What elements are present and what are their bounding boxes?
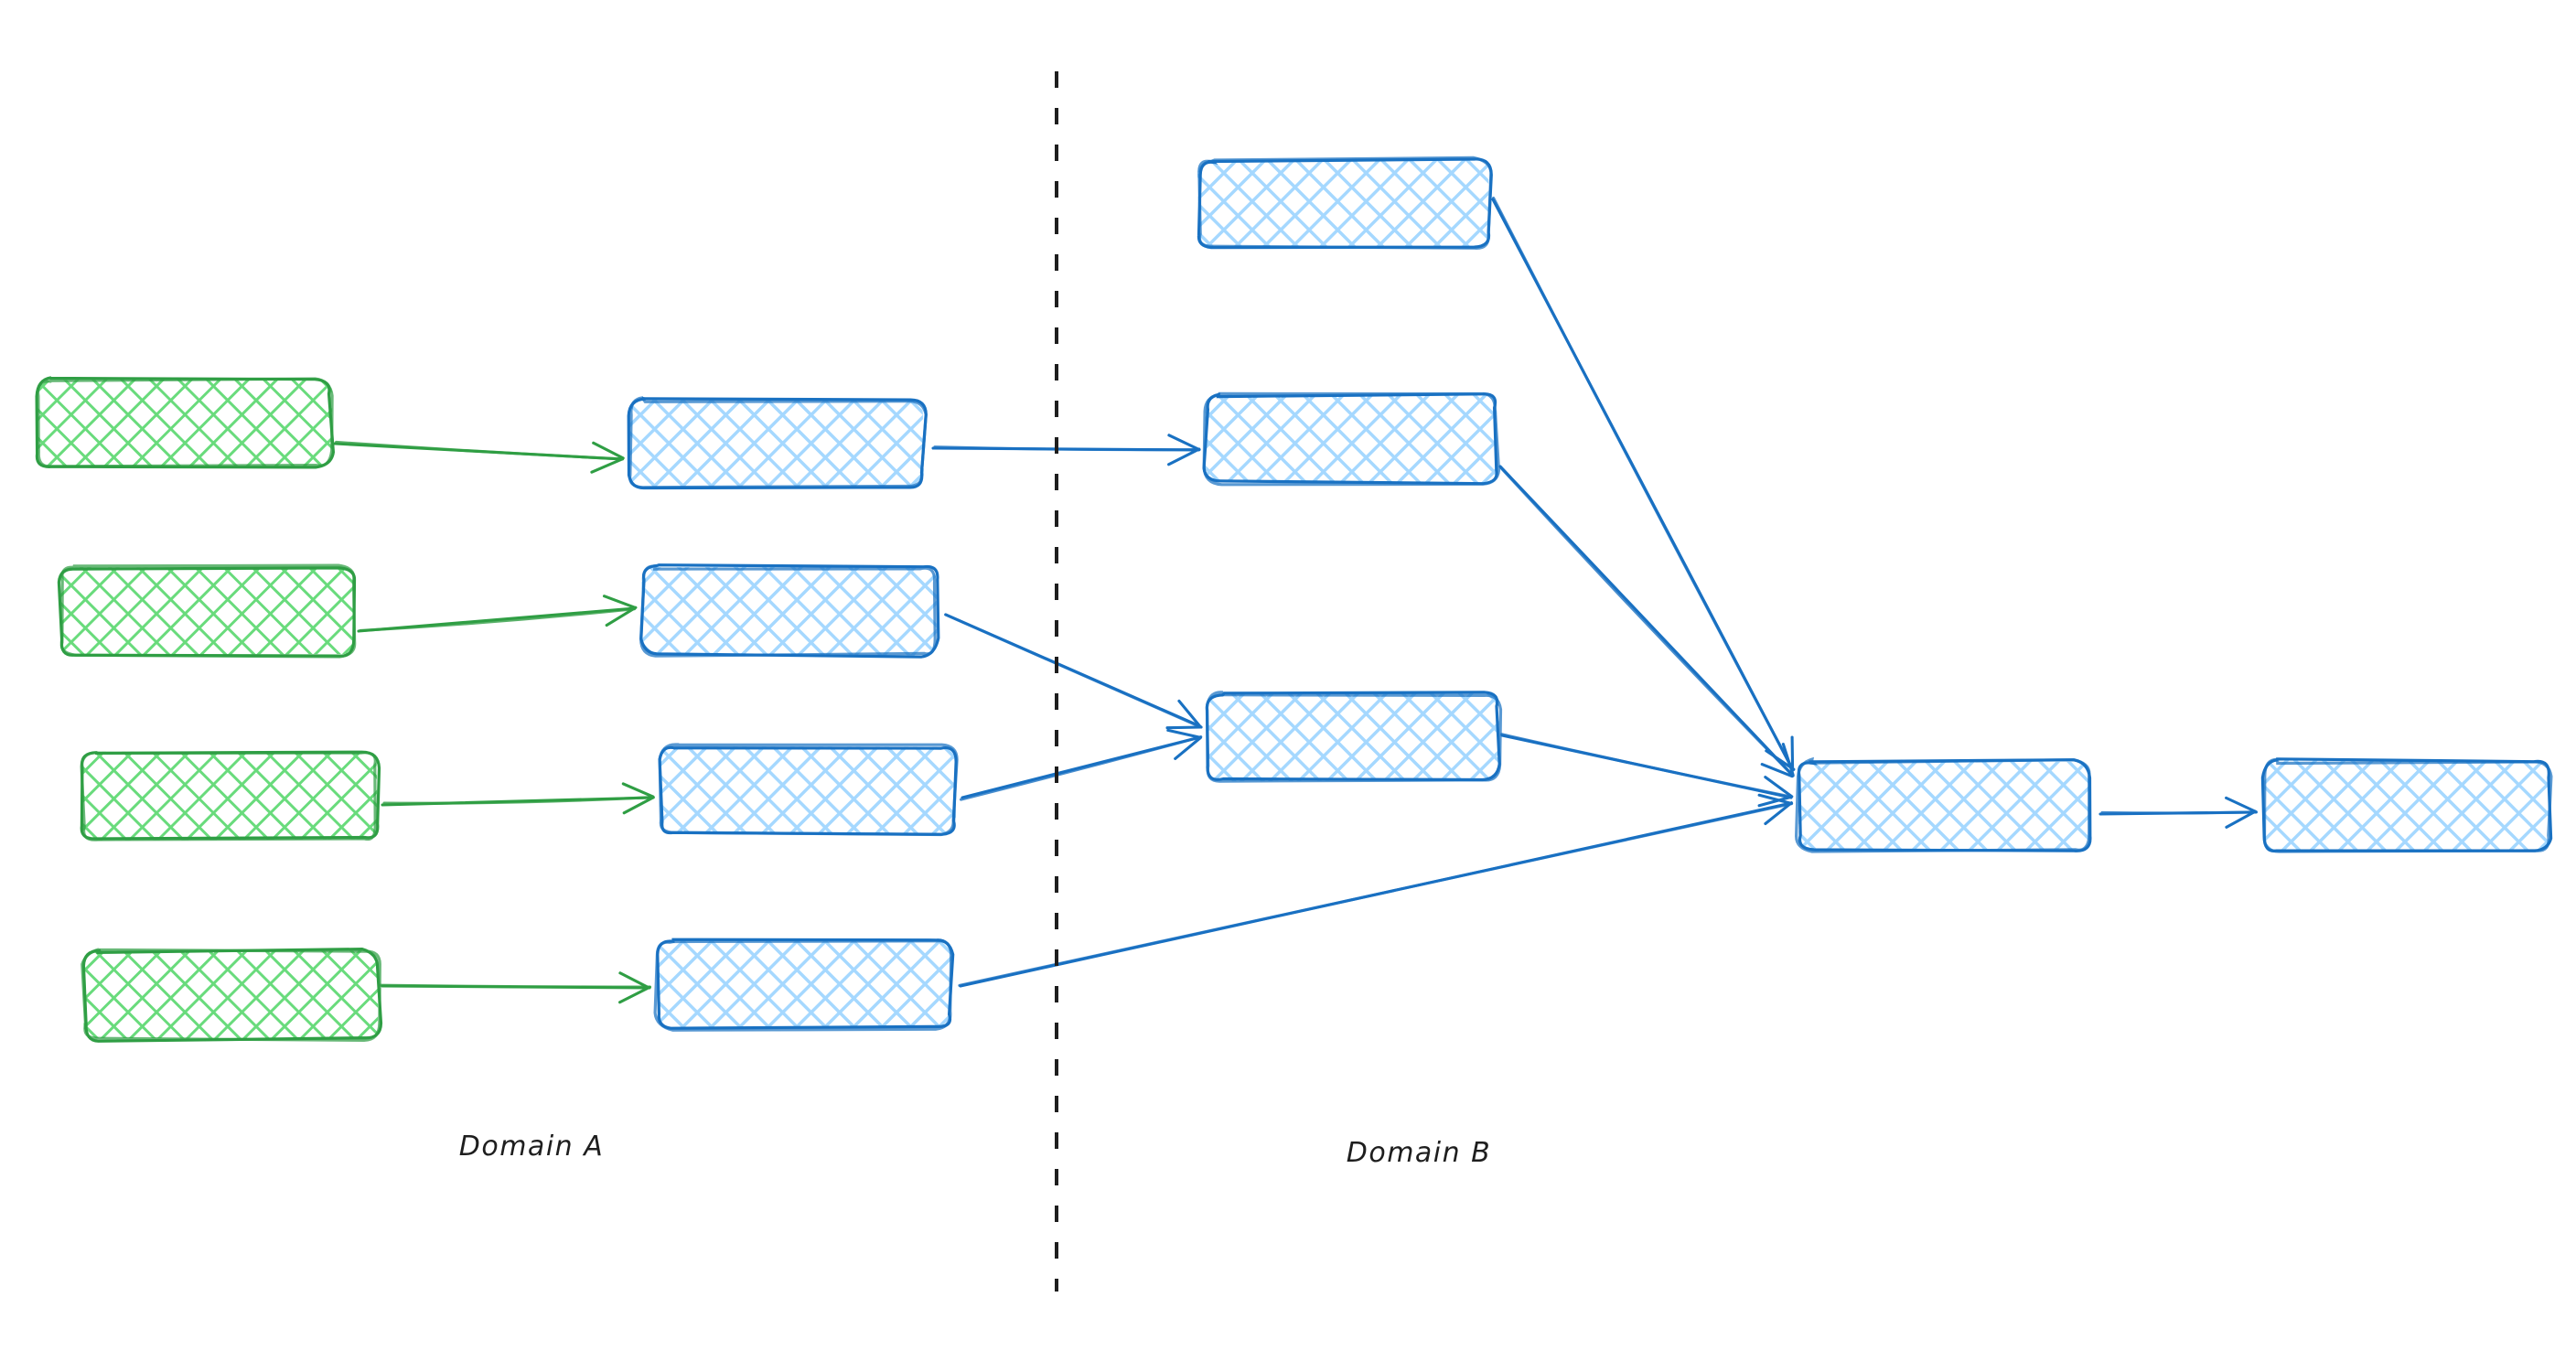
stage-node-1-fill <box>628 399 924 488</box>
stage-node-4-fill <box>655 939 952 1028</box>
edge-aggregator-to-output-arrowhead <box>2225 809 2257 829</box>
edge-target3-to-aggregator-line <box>1500 733 1793 799</box>
stage-node-4[interactable] <box>653 938 955 1032</box>
edge-source2-to-stage2[interactable] <box>357 595 638 633</box>
stage-node-2[interactable] <box>639 563 940 659</box>
edge-source3-to-stage3-arrowhead <box>622 796 655 815</box>
edge-source1-to-stage1-line <box>335 440 625 461</box>
edge-aggregator-to-output-line <box>2100 810 2259 815</box>
edge-target2-to-aggregator-line <box>1499 466 1795 777</box>
edge-stage2-to-target3-arrowhead <box>1165 725 1203 730</box>
source-node-1[interactable] <box>35 376 336 469</box>
edge-target2-to-aggregator[interactable] <box>1498 465 1795 778</box>
edge-source3-to-stage3-line <box>382 796 655 805</box>
edge-source3-to-stage3-arrowhead <box>621 782 655 799</box>
stage-node-1[interactable] <box>627 396 928 490</box>
domain-b-label: Domain B <box>1347 1137 1492 1169</box>
output-node-fill <box>2263 760 2550 852</box>
target-node-3-outline <box>1205 691 1503 783</box>
edge-target1-to-aggregator[interactable] <box>1491 196 1796 772</box>
edge-source3-to-stage3[interactable] <box>381 782 655 815</box>
edge-stage1-to-target2[interactable] <box>931 434 1201 466</box>
target-node-2-outline <box>1202 391 1501 487</box>
stage-node-2-fill <box>641 565 938 657</box>
edge-stage4-to-aggregator[interactable] <box>958 793 1794 988</box>
edge-target3-to-aggregator[interactable] <box>1500 733 1794 808</box>
target-node-1[interactable] <box>1197 155 1493 250</box>
edge-stage4-to-aggregator-arrowhead <box>1757 793 1794 806</box>
target-node-1-outline <box>1197 155 1493 250</box>
edge-stage2-to-target3-line <box>944 613 1202 729</box>
edge-source1-to-stage1-arrowhead <box>590 457 624 474</box>
stage-node-3-outline <box>658 743 959 837</box>
source-node-1-outline <box>36 377 334 468</box>
source-node-2-fill <box>59 565 355 656</box>
edge-source4-to-stage4-arrowhead <box>618 971 650 990</box>
edge-stage1-to-target2-arrowhead <box>1167 447 1201 466</box>
target-node-3-fill <box>1206 693 1500 782</box>
domain-a-label: Domain A <box>459 1131 604 1163</box>
edge-target3-to-aggregator-arrowhead <box>1757 795 1793 808</box>
edge-source4-to-stage4-line <box>379 983 652 989</box>
edge-target1-to-aggregator-arrowhead <box>1790 735 1795 772</box>
edge-stage3-to-target3-arrowhead <box>1174 735 1202 760</box>
edge-stage3-to-target3[interactable] <box>959 728 1203 801</box>
edge-source4-to-stage4[interactable] <box>379 971 652 1004</box>
source-node-4-outline <box>80 948 381 1043</box>
aggregator-node-fill <box>1798 761 2089 852</box>
edge-target1-to-aggregator-line <box>1492 196 1795 772</box>
edge-source4-to-stage4-arrowhead <box>618 985 651 1004</box>
aggregator-node[interactable] <box>1794 756 2092 853</box>
edge-source1-to-stage1-arrowhead <box>592 441 625 460</box>
edge-aggregator-to-output-arrowhead <box>2225 796 2257 813</box>
source-node-3[interactable] <box>80 750 381 841</box>
source-node-3-outline <box>80 751 377 841</box>
source-node-2-outline <box>59 563 357 659</box>
edge-stage1-to-target2-line <box>933 445 1199 452</box>
edge-stage3-to-target3-arrowhead <box>1166 728 1201 739</box>
edge-aggregator-to-output[interactable] <box>2098 796 2259 829</box>
edge-stage4-to-aggregator-arrowhead <box>1764 801 1793 826</box>
source-node-1-fill <box>36 379 333 468</box>
edge-stage4-to-aggregator-line <box>958 802 1793 987</box>
source-node-4[interactable] <box>80 947 383 1043</box>
output-node[interactable] <box>2260 757 2553 853</box>
source-node-3-fill <box>81 751 378 841</box>
output-node-outline <box>2262 757 2553 853</box>
edge-source2-to-stage2-arrowhead <box>605 606 638 627</box>
stage-node-4-outline <box>653 939 953 1032</box>
edges-layer <box>333 196 2259 1004</box>
nodes-layer <box>35 155 2553 1043</box>
edge-stage3-to-target3-line <box>959 735 1203 801</box>
edge-target3-to-aggregator-arrowhead <box>1764 776 1794 799</box>
edge-source2-to-stage2-line <box>359 607 636 632</box>
edge-stage2-to-target3[interactable] <box>944 613 1203 730</box>
target-node-2[interactable] <box>1202 391 1501 487</box>
aggregator-node-outline <box>1794 756 2091 853</box>
target-node-1-fill <box>1197 159 1489 248</box>
source-node-4-fill <box>83 950 379 1040</box>
target-node-2-fill <box>1204 394 1497 484</box>
edge-target2-to-aggregator-arrowhead <box>1781 743 1795 777</box>
stage-node-1-outline <box>628 396 928 489</box>
target-node-3[interactable] <box>1205 691 1503 783</box>
stage-node-3[interactable] <box>658 743 959 837</box>
stage-node-3-fill <box>660 746 956 835</box>
source-node-2[interactable] <box>57 563 357 659</box>
edge-target2-to-aggregator-arrowhead <box>1760 763 1794 778</box>
edge-source2-to-stage2-arrowhead <box>602 595 637 609</box>
edge-source1-to-stage1[interactable] <box>333 440 625 474</box>
edge-stage2-to-target3-arrowhead <box>1177 699 1201 727</box>
stage-node-2-outline <box>639 564 937 658</box>
edge-stage1-to-target2-arrowhead <box>1167 434 1201 452</box>
